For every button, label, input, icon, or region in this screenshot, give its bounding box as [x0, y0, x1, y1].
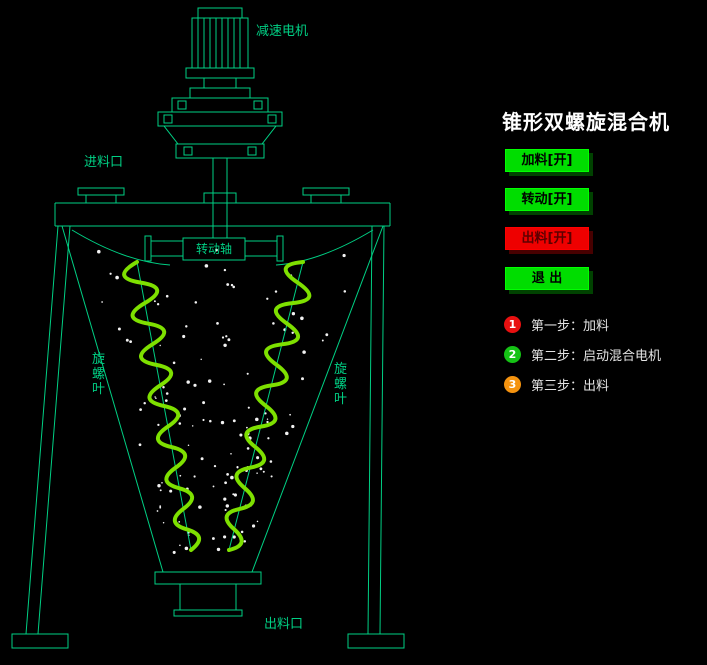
screw-left — [122, 260, 202, 552]
inlet-port-left — [77, 187, 125, 203]
step-1-badge: 1 — [504, 316, 521, 333]
step-3-badge: 3 — [504, 376, 521, 393]
feed-button[interactable]: 加料[开] — [505, 149, 589, 172]
inlet-port-right — [302, 187, 350, 203]
discharge-button[interactable]: 出料[开] — [505, 227, 589, 250]
dished-head-arcs — [71, 229, 374, 266]
cone-body — [61, 225, 384, 573]
vessel-rim — [54, 192, 391, 227]
outlet-label: 出料口 — [264, 617, 304, 632]
step-3-text: 第三步：出料 — [531, 379, 610, 394]
exit-button[interactable]: 退 出 — [505, 267, 589, 290]
bearing-assembly — [144, 235, 284, 262]
inlet-label: 进料口 — [84, 155, 124, 170]
screw-right — [224, 260, 312, 552]
leg-right — [347, 225, 405, 649]
step-row-3: 3 第三步：出料 — [504, 375, 609, 394]
outlet-assembly — [154, 571, 262, 617]
rotate-button[interactable]: 转动[开] — [505, 188, 589, 211]
screw-right-label: 旋螺叶 — [334, 362, 348, 407]
leg-left — [11, 225, 71, 649]
flange-stack — [157, 87, 283, 159]
motor-label: 减速电机 — [256, 24, 309, 39]
shaft-label: 转动轴 — [195, 242, 232, 256]
page-title: 锥形双螺旋混合机 — [502, 110, 670, 134]
step-2-text: 第二步：启动混合电机 — [531, 349, 662, 364]
step-2-badge: 2 — [504, 346, 521, 363]
screws — [122, 260, 312, 552]
step-row-1: 1 第一步：加料 — [504, 315, 609, 334]
step-1-text: 第一步：加料 — [531, 319, 610, 334]
screw-left-label: 旋螺叶 — [92, 352, 106, 397]
step-row-2: 2 第二步：启动混合电机 — [504, 345, 661, 364]
motor — [185, 7, 255, 89]
